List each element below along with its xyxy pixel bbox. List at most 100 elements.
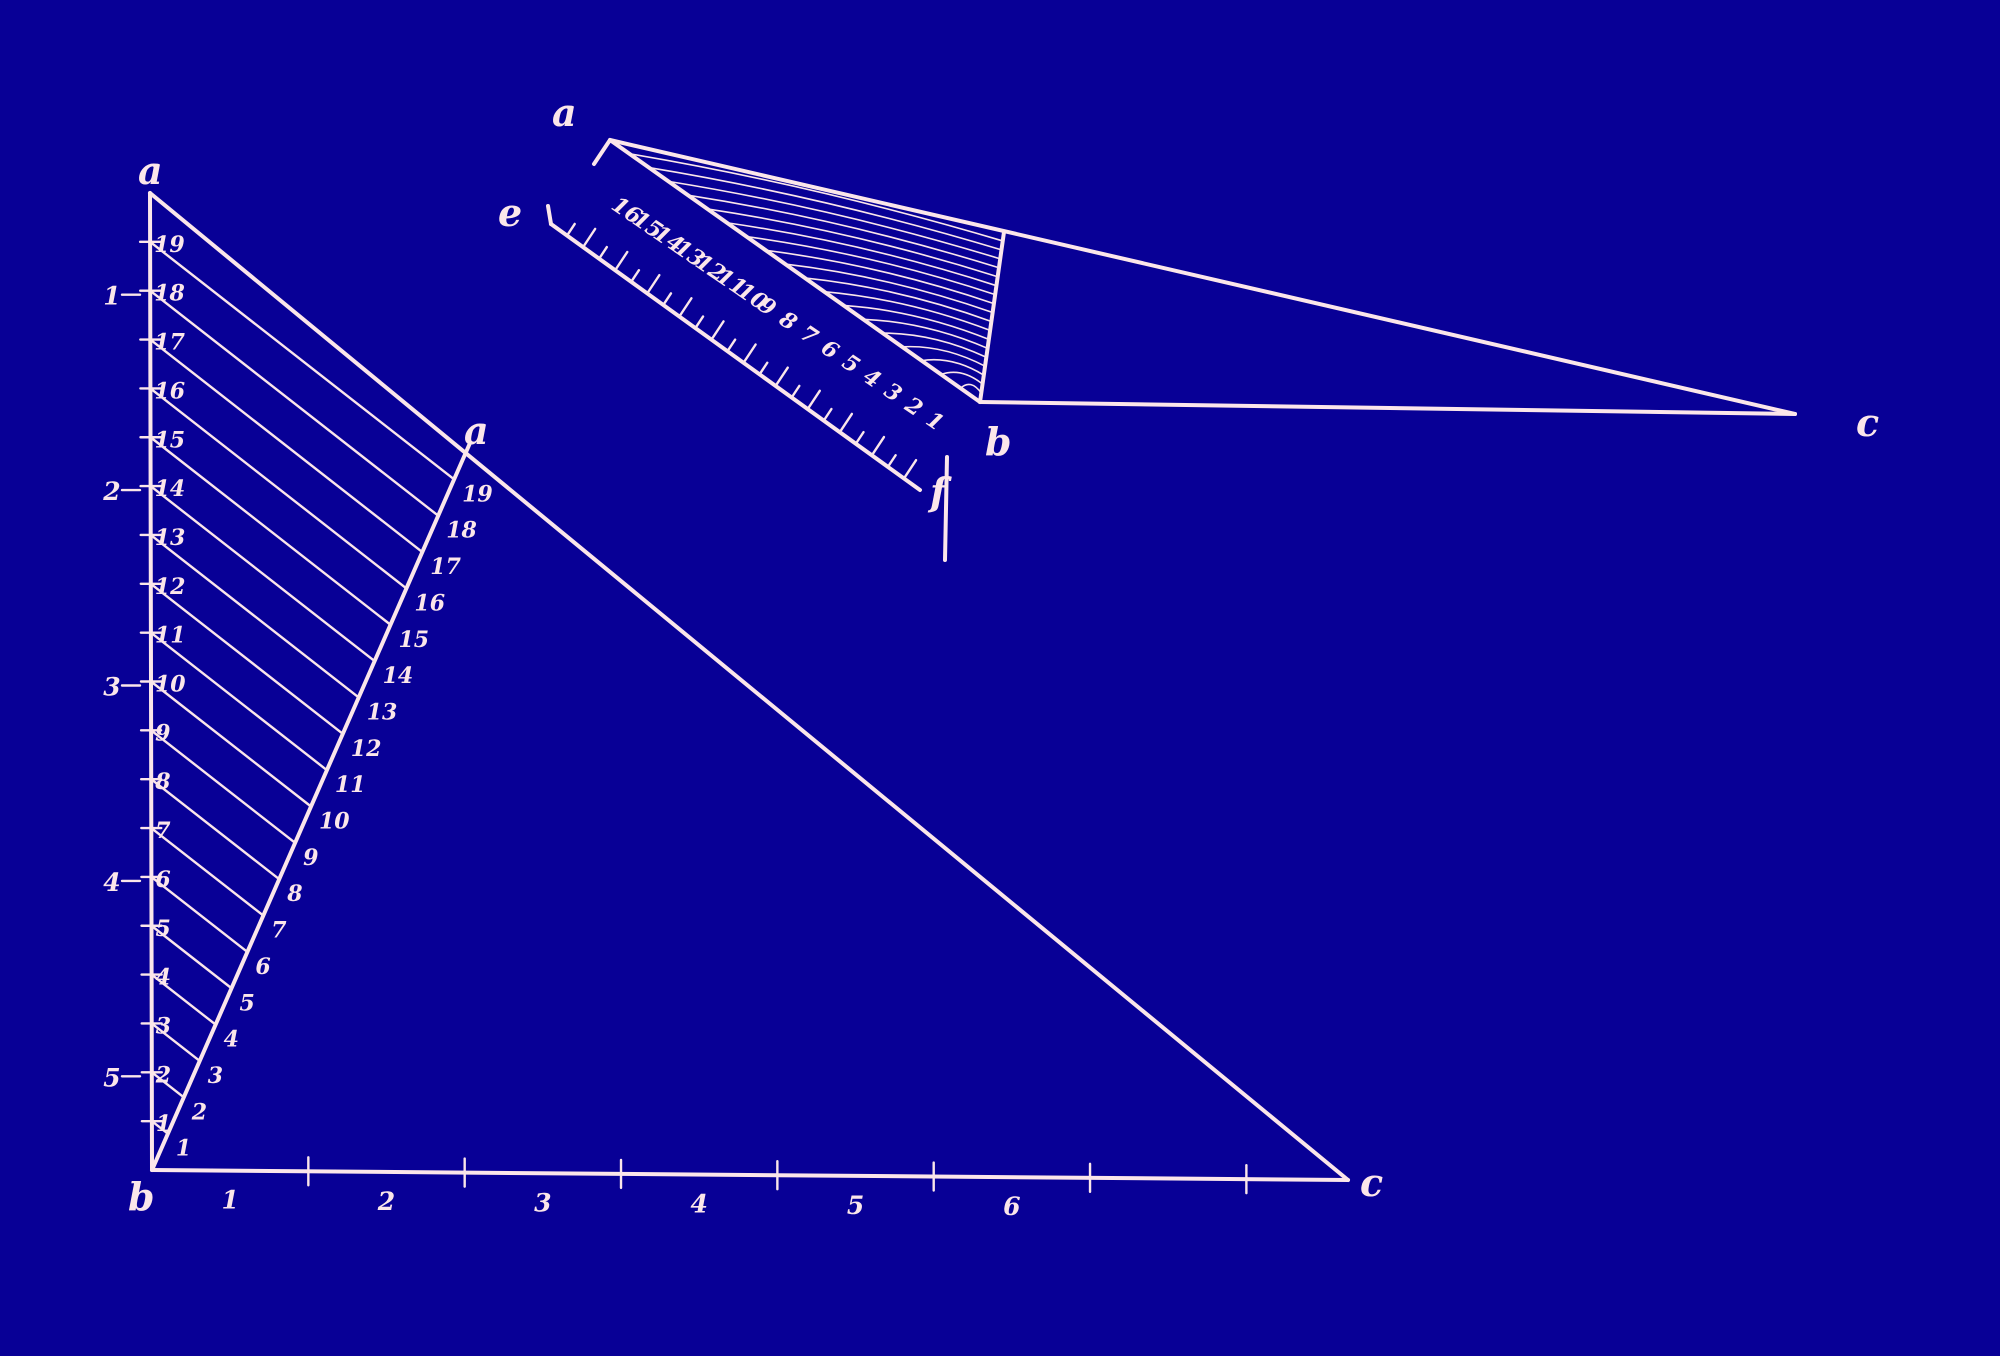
diag-scale-label: 3 bbox=[208, 1063, 223, 1089]
label-right-vertex-a: a bbox=[552, 90, 577, 135]
diag-scale-label: 11 bbox=[335, 772, 366, 798]
right-scale-label: 4 bbox=[858, 363, 885, 393]
left-scale-label-minor: 18 bbox=[154, 281, 185, 307]
right-hatch-line bbox=[940, 371, 984, 385]
diag-scale-label: 6 bbox=[255, 954, 270, 980]
right-ruler-tick bbox=[790, 384, 801, 399]
left-scale-label-minor: 11 bbox=[155, 623, 186, 649]
diag-scale-label: 2 bbox=[191, 1099, 207, 1125]
right-ruler-tick bbox=[694, 315, 705, 330]
left-transversal-line bbox=[149, 729, 297, 845]
right-ruler-tick bbox=[854, 430, 865, 445]
right-ruler-tick bbox=[902, 458, 918, 480]
right-ruler-tick bbox=[838, 412, 854, 434]
diag-scale-label: 9 bbox=[303, 845, 318, 871]
right-ruler-tick bbox=[565, 222, 576, 237]
right-ruler-tick bbox=[726, 338, 737, 353]
left-transversal-line bbox=[150, 826, 265, 917]
left-scale-labels: 1122334455667788991010111112121313141415… bbox=[102, 232, 1020, 1221]
right-inner-vertical bbox=[978, 230, 1006, 404]
left-scale-label-minor: 2 bbox=[155, 1062, 171, 1088]
left-scale-label-minor: 19 bbox=[154, 232, 185, 258]
base-scale-label: 2 bbox=[377, 1187, 395, 1216]
left-transversal-line bbox=[150, 1022, 201, 1063]
right-scale-label: 1 bbox=[921, 406, 948, 436]
right-ruler-tick bbox=[742, 343, 757, 364]
diag-scale-label: 17 bbox=[430, 554, 461, 580]
right-scale-label: 6 bbox=[816, 335, 843, 365]
right-ruler-tick bbox=[646, 273, 661, 295]
diag-scale-label: 1 bbox=[176, 1136, 191, 1162]
right-hatch-line bbox=[785, 263, 993, 314]
label-right-vertex-e: e bbox=[498, 190, 522, 235]
diag-scale-label: 13 bbox=[367, 699, 398, 725]
diag-scale-label: 8 bbox=[286, 881, 302, 907]
right-hatch-line bbox=[629, 153, 1003, 242]
left-transversal-line bbox=[150, 973, 217, 1026]
right-ruler-end-top bbox=[592, 138, 612, 166]
right-ruler-end-left bbox=[546, 204, 553, 226]
right-ruler-tick bbox=[597, 245, 609, 260]
diag-scale-label: 16 bbox=[414, 590, 445, 616]
left-hypotenuse bbox=[148, 191, 1350, 1182]
left-transversals bbox=[148, 240, 456, 1135]
left-scale-label-minor: 12 bbox=[155, 574, 186, 600]
right-hatch-line bbox=[765, 249, 995, 305]
diag-scale-label: 18 bbox=[446, 518, 477, 544]
left-scale-label-minor: 3 bbox=[156, 1013, 171, 1039]
base-scale-label: 3 bbox=[534, 1188, 551, 1217]
label-vertex-c: c bbox=[1360, 1160, 1383, 1205]
left-scale-label-major: 4 bbox=[103, 868, 120, 897]
left-transversal-line bbox=[150, 1071, 186, 1099]
left-scale-label-minor: 6 bbox=[155, 867, 170, 893]
right-left-edge bbox=[608, 138, 982, 404]
left-transversal-line bbox=[149, 387, 408, 590]
left-transversal-line bbox=[149, 631, 329, 772]
left-scale-label-minor: 14 bbox=[155, 476, 186, 502]
right-f-stem bbox=[943, 455, 949, 562]
left-transversal-line bbox=[149, 778, 281, 881]
right-scale-label: 8 bbox=[774, 305, 802, 336]
label-vertex-a-mid: a bbox=[464, 408, 489, 453]
right-hatch-line bbox=[707, 208, 998, 278]
right-ruler-tick bbox=[581, 227, 597, 249]
right-bottom-edge bbox=[978, 400, 1797, 416]
right-ruler-tick bbox=[758, 361, 769, 376]
right-scale-label: 2 bbox=[899, 391, 927, 422]
left-transversal-line bbox=[149, 582, 344, 735]
left-transversal-line bbox=[148, 240, 456, 481]
diag-scale-label: 10 bbox=[319, 809, 350, 835]
left-scale-label-minor: 1 bbox=[156, 1111, 171, 1137]
left-triangle-figure: a a b c 11223344556677889910101111121213… bbox=[102, 148, 1383, 1221]
base-scale-label: 6 bbox=[1003, 1192, 1020, 1221]
right-hatch-line bbox=[824, 290, 991, 332]
left-transversal-line bbox=[149, 338, 424, 554]
left-scale-label-minor: 8 bbox=[154, 769, 170, 795]
right-ruler-tick bbox=[870, 435, 886, 457]
right-ruler-tick bbox=[806, 389, 821, 411]
right-hatch-line bbox=[726, 221, 997, 287]
right-hatching bbox=[629, 153, 1003, 394]
right-scale-label: 3 bbox=[879, 378, 906, 408]
left-scale-label-minor: 13 bbox=[155, 525, 186, 551]
right-ruler-tick bbox=[822, 407, 833, 422]
left-transversal-line bbox=[150, 1119, 170, 1135]
right-hatch-line bbox=[746, 235, 996, 296]
right-hatch-line bbox=[648, 166, 1002, 251]
right-hatch-line bbox=[902, 345, 986, 367]
diag-scale-label: 15 bbox=[399, 627, 430, 653]
diag-scale-label: 7 bbox=[271, 918, 287, 944]
right-hatch-line bbox=[687, 194, 1000, 269]
right-scale-label: 7 bbox=[795, 320, 823, 351]
left-transversal-line bbox=[150, 875, 249, 954]
right-top-edge bbox=[608, 138, 1797, 416]
base-scale-ticks bbox=[307, 1156, 1248, 1195]
base-scale-label: 4 bbox=[690, 1190, 707, 1219]
label-right-vertex-c: c bbox=[1856, 400, 1879, 445]
right-ruler-line bbox=[549, 222, 922, 492]
right-hatch-line bbox=[668, 180, 1001, 260]
left-scale-label-minor: 4 bbox=[156, 965, 171, 991]
diag-scale-label: 19 bbox=[462, 481, 493, 507]
